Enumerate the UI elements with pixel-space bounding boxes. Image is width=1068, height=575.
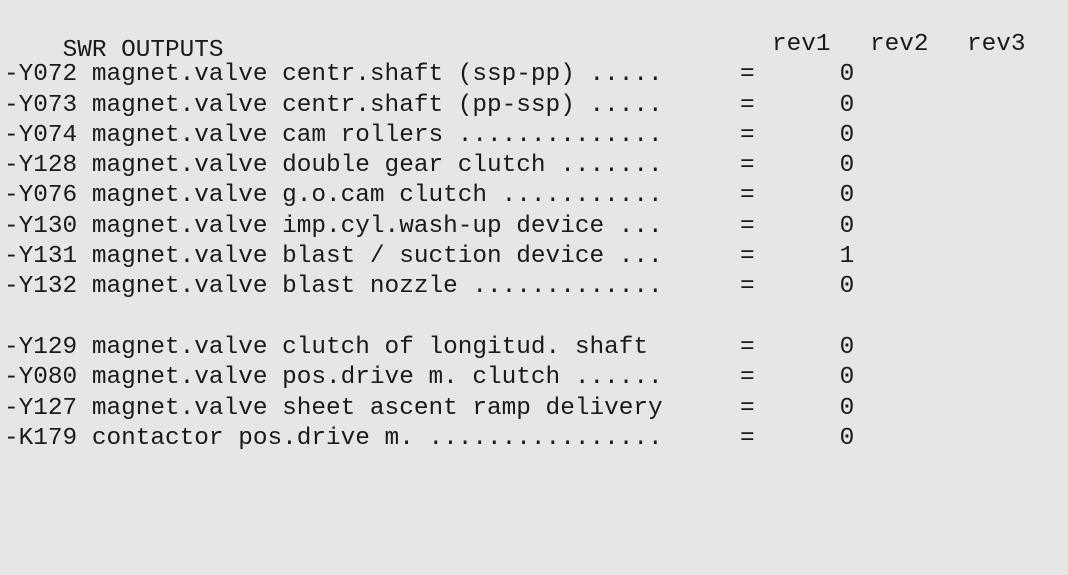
equals-sign: = [740,364,755,392]
equals-sign: = [740,394,755,422]
rev1-value: 0 [839,394,855,422]
equals-sign: = [740,61,755,89]
rev1-value: 0 [839,424,855,452]
output-row: -Y080 magnet.valve pos.drive m. clutch .… [4,363,1068,393]
output-row: -Y072 magnet.valve centr.shaft (ssp-pp) … [4,60,1068,90]
column-header-rev1: rev1 [772,31,831,58]
rev1-value: 0 [839,182,855,210]
output-row: -Y073 magnet.valve centr.shaft (pp-ssp) … [4,91,1068,121]
equals-sign: = [740,243,755,271]
output-label: -K179 contactor pos.drive m. ...........… [4,424,663,452]
output-row: -Y128 magnet.valve double gear clutch ..… [4,151,1068,181]
rev1-value: 0 [839,212,855,240]
equals-sign: = [740,333,755,361]
column-header-rev3: rev3 [967,31,1026,58]
output-label: -Y131 magnet.valve blast / suction devic… [4,243,663,271]
equals-sign: = [740,91,755,119]
output-label: -Y128 magnet.valve double gear clutch ..… [4,152,663,180]
output-label: -Y130 magnet.valve imp.cyl.wash-up devic… [4,212,663,240]
output-group-1: -Y072 magnet.valve centr.shaft (ssp-pp) … [4,60,1068,302]
output-row: -Y074 magnet.valve cam rollers .........… [4,121,1068,151]
equals-sign: = [740,212,755,240]
output-row: -Y076 magnet.valve g.o.cam clutch ......… [4,181,1068,211]
output-label: -Y129 magnet.valve clutch of longitud. s… [4,333,649,361]
rev1-value: 0 [839,121,855,149]
rev1-value: 0 [839,333,855,361]
equals-sign: = [740,182,755,210]
output-row: -K179 contactor pos.drive m. ...........… [4,424,1068,454]
output-row: -Y129 magnet.valve clutch of longitud. s… [4,333,1068,363]
output-label: -Y132 magnet.valve blast nozzle ........… [4,273,663,301]
equals-sign: = [740,121,755,149]
rev1-value: 0 [839,91,855,119]
screen-title: SWR OUTPUTS [4,0,1068,64]
output-label: -Y073 magnet.valve centr.shaft (pp-ssp) … [4,91,663,119]
swr-outputs-screen: SWR OUTPUTS rev1 rev2 rev3 -Y072 magnet.… [4,0,1068,454]
rev1-value: 0 [839,364,855,392]
output-label: -Y074 magnet.valve cam rollers .........… [4,121,663,149]
output-label: -Y080 magnet.valve pos.drive m. clutch .… [4,364,663,392]
equals-sign: = [740,273,755,301]
column-header-rev2: rev2 [870,31,929,58]
output-label: -Y072 magnet.valve centr.shaft (ssp-pp) … [4,61,663,89]
output-group-2: -Y129 magnet.valve clutch of longitud. s… [4,333,1068,454]
output-row: -Y132 magnet.valve blast nozzle ........… [4,272,1068,302]
output-row: -Y130 magnet.valve imp.cyl.wash-up devic… [4,212,1068,242]
rev1-value: 0 [839,152,855,180]
column-header-row: rev1 rev2 rev3 [4,30,1068,60]
screen-title-text: SWR OUTPUTS [62,37,224,64]
rev1-value: 0 [839,273,855,301]
equals-sign: = [740,152,755,180]
group-spacer [4,303,1068,333]
rev1-value: 0 [839,61,855,89]
equals-sign: = [740,424,755,452]
output-row: -Y127 magnet.valve sheet ascent ramp del… [4,394,1068,424]
output-label: -Y127 magnet.valve sheet ascent ramp del… [4,394,663,422]
output-label: -Y076 magnet.valve g.o.cam clutch ......… [4,182,663,210]
output-row: -Y131 magnet.valve blast / suction devic… [4,242,1068,272]
rev1-value: 1 [839,243,855,271]
